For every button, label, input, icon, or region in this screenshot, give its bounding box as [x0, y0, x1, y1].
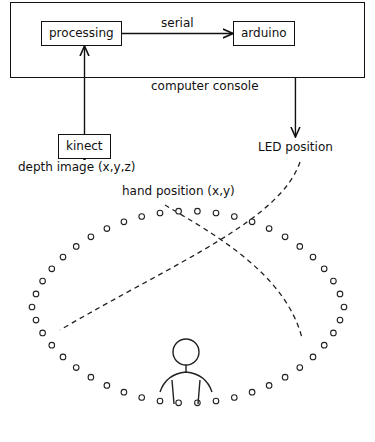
- arrow-connector: [122, 33, 233, 34]
- figure-arms: [160, 372, 212, 392]
- led-dot: [195, 208, 201, 214]
- led-dot: [321, 342, 327, 348]
- led-dot: [297, 244, 303, 250]
- led-dot: [139, 395, 145, 401]
- led-dot: [60, 354, 66, 360]
- led-dot: [297, 365, 303, 371]
- led-dot: [213, 398, 219, 404]
- dashed-line: [165, 205, 302, 338]
- dashed-line: [60, 162, 300, 330]
- led-dot: [104, 226, 110, 232]
- led-dot: [29, 304, 35, 310]
- led-dot: [321, 266, 327, 272]
- arrow-connector: [84, 46, 85, 134]
- led-dot: [213, 210, 219, 216]
- box-label: kinect: [66, 139, 103, 153]
- figure-body: [172, 380, 200, 404]
- box-label: processing: [49, 26, 114, 40]
- dashed-line: [60, 162, 302, 338]
- led-dot: [73, 365, 79, 371]
- led-dot: [40, 330, 46, 336]
- led-dot: [337, 291, 343, 297]
- led-dot: [176, 208, 182, 214]
- led-dot: [139, 214, 145, 220]
- led-dot: [157, 210, 163, 216]
- led-dot: [49, 342, 55, 348]
- led-dot: [88, 374, 94, 380]
- led-dot: [249, 389, 255, 395]
- led-dot: [266, 383, 272, 389]
- figure-neck: [185, 365, 186, 372]
- led-dot: [310, 354, 316, 360]
- led-dot: [341, 304, 347, 310]
- led-dot: [33, 317, 39, 323]
- led-ring: [29, 208, 347, 405]
- led-dot: [88, 234, 94, 240]
- led-dot: [121, 219, 127, 225]
- led-dot: [282, 374, 288, 380]
- led-dot: [60, 254, 66, 260]
- console-frame: computer consoleprocessingarduino: [10, 2, 365, 78]
- led-dot: [121, 389, 127, 395]
- data-label: depth image (x,y,z): [16, 160, 137, 174]
- led-dot: [266, 226, 272, 232]
- sensor-box: kinect: [58, 134, 111, 159]
- led-dot: [49, 266, 55, 272]
- led-dot: [157, 398, 163, 404]
- led-dot: [310, 254, 316, 260]
- process-box: processing: [41, 21, 122, 46]
- led-dot: [176, 400, 182, 406]
- led-dot: [73, 244, 79, 250]
- led-dot: [331, 278, 337, 284]
- box-label: arduino: [241, 26, 287, 40]
- frame-label: computer console: [151, 79, 259, 93]
- output-label: LED position: [256, 140, 335, 154]
- led-dot: [232, 395, 238, 401]
- edge-label: serial: [159, 16, 196, 30]
- led-dot: [232, 214, 238, 220]
- stick-figure: [160, 339, 212, 404]
- output-arrow: [295, 78, 296, 137]
- process-box: arduino: [233, 21, 295, 46]
- led-dot: [331, 330, 337, 336]
- data-label: hand position (x,y): [120, 184, 237, 198]
- led-dot: [104, 383, 110, 389]
- led-dot: [33, 291, 39, 297]
- led-dot: [337, 317, 343, 323]
- figure-head: [173, 339, 199, 365]
- led-dot: [40, 278, 46, 284]
- led-dot: [249, 219, 255, 225]
- led-dot: [282, 234, 288, 240]
